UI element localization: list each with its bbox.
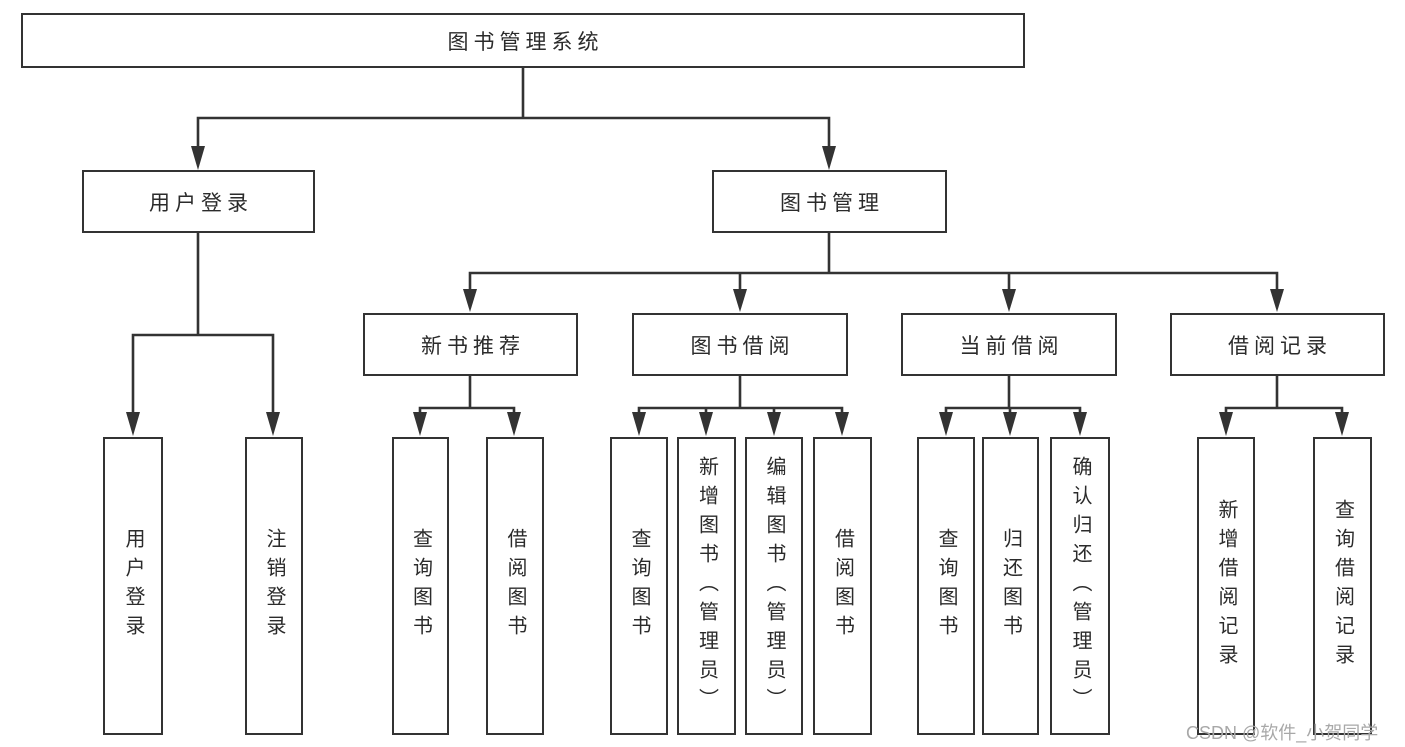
leaf-records-query-record-label: 查询借阅记录 <box>1331 499 1354 673</box>
connector-login-to-leaves <box>126 231 280 436</box>
arrowhead-current-return <box>1003 412 1017 436</box>
arrowhead-leaf-logout <box>266 412 280 436</box>
arrowhead-current-confirm <box>1073 412 1087 436</box>
node-root-label: 图书管理系统 <box>447 30 604 54</box>
node-book-borrow-label: 图书借阅 <box>690 334 795 358</box>
leaf-logout: 注销登录 <box>245 437 303 735</box>
node-book-management-label: 图书管理 <box>780 191 884 215</box>
leaf-records-query-record: 查询借阅记录 <box>1313 437 1372 735</box>
arrowhead-borrow-add <box>699 412 713 436</box>
leaf-records-add-record: 新增借阅记录 <box>1197 437 1255 735</box>
connector-records-to-leaves <box>1219 374 1349 436</box>
leaf-recommend-borrow-books: 借阅图书 <box>486 437 544 735</box>
leaf-recommend-borrow-books-label: 借阅图书 <box>504 528 526 644</box>
node-user-login-label: 用户登录 <box>149 191 253 215</box>
node-current-borrow: 当前借阅 <box>901 313 1117 376</box>
arrowhead-records-query <box>1335 412 1349 436</box>
arrowhead-recommend-borrow <box>507 412 521 436</box>
leaf-records-add-record-label: 新增借阅记录 <box>1215 499 1237 673</box>
node-new-book-recommend: 新书推荐 <box>363 313 578 376</box>
arrowhead-current-borrow <box>1002 289 1016 312</box>
leaf-borrow-edit-books-admin-label: 编辑图书（管理员） <box>763 455 785 717</box>
leaf-current-return-books-label: 归还图书 <box>999 528 1022 644</box>
node-book-borrow: 图书借阅 <box>632 313 848 376</box>
connector-borrow-to-leaves <box>632 374 849 436</box>
leaf-borrow-borrow-books-label: 借阅图书 <box>831 528 854 644</box>
node-root-library-system: 图书管理系统 <box>21 13 1025 68</box>
arrowhead-borrow-records <box>1270 289 1284 312</box>
arrowhead-borrow-edit <box>767 412 781 436</box>
leaf-current-confirm-return-admin: 确认归还（管理员） <box>1050 437 1110 735</box>
arrowhead-book-management <box>822 146 836 170</box>
arrowhead-leaf-user-login <box>126 412 140 436</box>
csdn-watermark: CSDN @软件_小贺同学 <box>1186 723 1379 743</box>
leaf-current-confirm-return-admin-label: 确认归还（管理员） <box>1069 455 1091 717</box>
node-borrow-records-label: 借阅记录 <box>1228 334 1332 358</box>
leaf-borrow-query-books: 查询图书 <box>610 437 668 735</box>
node-borrow-records: 借阅记录 <box>1170 313 1385 376</box>
leaf-recommend-query-books: 查询图书 <box>392 437 449 735</box>
arrowhead-records-add <box>1219 412 1233 436</box>
connector-root-to-level2 <box>191 66 836 170</box>
node-user-login: 用户登录 <box>82 170 315 233</box>
leaf-user-login: 用户登录 <box>103 437 163 735</box>
leaf-logout-label: 注销登录 <box>263 528 285 644</box>
leaf-borrow-add-books-admin: 新增图书（管理员） <box>677 437 736 735</box>
leaf-current-query-books-label: 查询图书 <box>935 528 957 644</box>
leaf-recommend-query-books-label: 查询图书 <box>409 528 432 644</box>
arrowhead-borrow-query <box>632 412 646 436</box>
arrowhead-current-query <box>939 412 953 436</box>
connector-current-to-leaves <box>939 374 1087 436</box>
leaf-borrow-borrow-books: 借阅图书 <box>813 437 872 735</box>
node-book-management: 图书管理 <box>712 170 947 233</box>
leaf-borrow-edit-books-admin: 编辑图书（管理员） <box>745 437 803 735</box>
leaf-borrow-query-books-label: 查询图书 <box>628 528 650 644</box>
arrowhead-user-login <box>191 146 205 170</box>
node-current-borrow-label: 当前借阅 <box>959 334 1064 358</box>
leaf-current-return-books: 归还图书 <box>982 437 1039 735</box>
leaf-current-query-books: 查询图书 <box>917 437 975 735</box>
arrowhead-recommend-query <box>413 412 427 436</box>
arrowhead-book-borrow <box>733 289 747 312</box>
arrowhead-borrow-borrow <box>835 412 849 436</box>
connector-recommend-to-leaves <box>413 374 521 436</box>
leaf-user-login-label: 用户登录 <box>122 528 144 644</box>
arrowhead-new-book-recommend <box>463 289 477 312</box>
node-new-book-recommend-label: 新书推荐 <box>421 334 525 358</box>
connector-management-to-level3 <box>463 231 1284 312</box>
leaf-borrow-add-books-admin-label: 新增图书（管理员） <box>695 455 718 717</box>
